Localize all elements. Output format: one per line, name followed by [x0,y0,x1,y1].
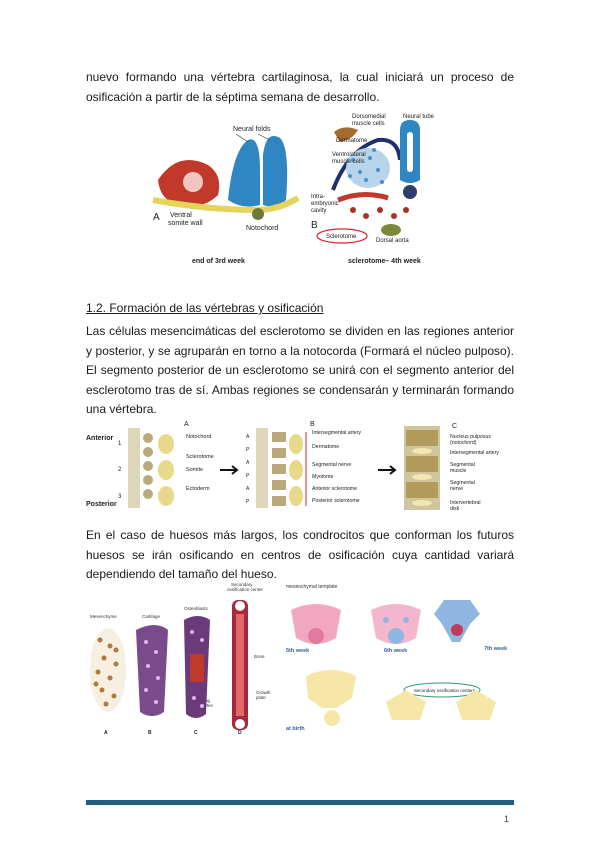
mesenchyme-shape [90,628,126,712]
vertebra-at-birth [306,670,356,726]
long-bone-shape [232,600,248,730]
label-panel-a-letter: A [153,212,160,223]
label-ap-2: P [246,447,250,453]
paragraph-sclerotome: Las células mesencimáticas del escleroto… [86,324,514,416]
osteoblast-shape [184,616,210,718]
label-ap-6: P [246,499,250,505]
vertebra-5th-week [291,604,341,644]
caption-end-3rd-week: end of 3rd week [192,258,245,265]
label-ap-4: P [246,473,250,479]
vertebra-7th-week [434,600,480,642]
footer-bar [86,800,514,805]
label-panel-b-letter: B [311,220,318,231]
label-letter-b: B [148,730,152,736]
label-num-2: 2 [118,467,122,473]
label-osteoblasts: Osteoblasts [184,606,209,611]
label-myotome: Myotome [312,474,333,480]
figure2-panel-a: A Notochord Sclerotome Somite Ectoderm [128,421,214,508]
label-neural-folds: Neural folds [233,126,271,133]
label-neural-tube: Neural tube [403,114,435,120]
label-6th-week: 6th week [384,648,408,654]
label-posterior-sclerotome: Posterior sclerotome [312,498,360,504]
label-letter-a: A [104,730,108,736]
label-sclerotome-2: Sclerotome [186,454,214,460]
label-dermatome-b: Dermatome [336,138,368,144]
label-somite-2: Somite [186,467,203,473]
figure2-panel-b: A P A P A P B Intersegmental artery Derm… [246,421,361,508]
label-5th-week: 5th week [286,648,310,654]
label-anterior-sclerotome: Anterior sclerotome [312,486,357,492]
label-sclerotome-b: Sclerotome [326,234,357,240]
label-letter-d: D [238,730,242,736]
label-at-birth: at birth [286,726,305,732]
label-ectoderm-2: Ectoderm [186,486,210,492]
label-letter-c: C [194,730,198,736]
label-cartilage: Cartilage [142,614,161,619]
arrow-right-icon [220,465,239,475]
figure3-left: Mesenchyme Cartilage Osteoblasts Seconda… [90,582,271,736]
figure-vertebra-formation: Anterior Posterior 1 2 3 A Notochord Scl… [86,421,499,512]
label-ap-3: A [246,460,250,466]
figure-ossification: Mesenchyme Cartilage Osteoblasts Seconda… [90,582,508,736]
caption-sclerotome-4th-week: sclerotome– 4th week [348,258,421,265]
label-panel-b-letter-2: B [310,421,315,428]
label-nucleus-pulposus: Nucleus pulposus(notochord) [450,434,491,446]
section-heading: 1.2. Formación de las vértebras y osific… [86,301,324,315]
figure3-right: mesenchymal template 5th week 6th week 7… [286,584,508,732]
label-bone: Bone [254,654,265,659]
arrow-right-icon [378,465,397,475]
label-mesenchymal-template: mesenchymal template [286,584,338,590]
label-num-1: 1 [118,441,122,447]
label-ap-1: A [246,434,250,440]
figure2-panel-c: C Nucleus pulposus(notochord) Intersegme… [404,423,499,512]
label-anterior: Anterior [86,435,114,442]
label-dermatome-2: Dermatome [312,444,339,450]
paragraph-long-bones: En el caso de huesos más largos, los con… [86,528,514,581]
vertebra-secondary [386,690,496,720]
label-notochord-a: Notochord [246,225,278,232]
vertebra-6th-week [371,604,421,644]
label-panel-a-letter-2: A [184,421,189,428]
paragraph-intro: nuevo formando una vértebra cartilaginos… [86,70,514,104]
label-secondary-centers: Secondary ossification centers [414,688,476,693]
label-mesenchyme: Mesenchyme [90,614,117,619]
label-panel-c-letter: C [452,423,457,430]
label-intersegmental-artery-b: Intersegmental artery [312,430,361,436]
label-intersegmental-artery-c: Intersegmental artery [450,450,499,456]
label-num-3: 3 [118,494,122,500]
label-ap-5: A [246,486,250,492]
label-notochord-2: Notochord [186,434,211,440]
label-dorsal-aorta: Dorsal aorta [376,238,409,244]
label-posterior: Posterior [86,501,117,508]
page-number: 1 [504,814,510,824]
label-segmental-nerve-b: Segmental nerve [312,462,351,468]
label-7th-week: 7th week [484,646,508,652]
cartilage-shape [136,625,168,716]
